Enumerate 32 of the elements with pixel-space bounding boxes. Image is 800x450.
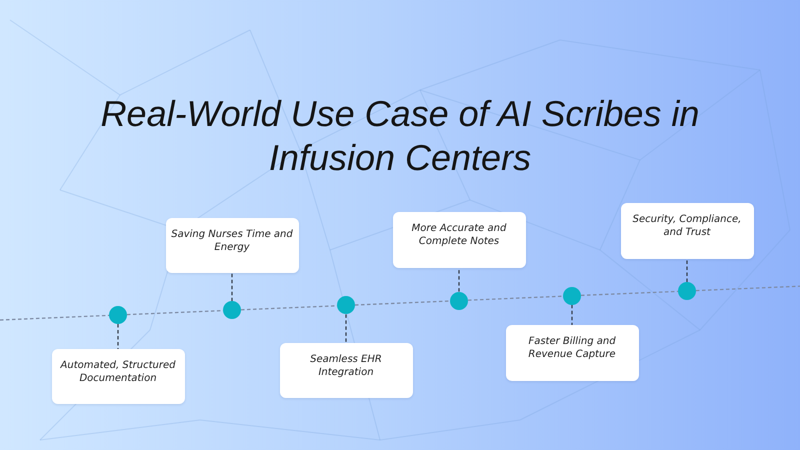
title: Real-World Use Case of AI Scribes in Infusion Centers — [100, 92, 700, 180]
card-text: Faster Billing and Revenue Capture — [527, 335, 617, 361]
leader-line — [458, 268, 460, 292]
card-text: Automated, Structured Documentation — [59, 359, 176, 385]
leader-line — [686, 259, 688, 282]
card-text: Saving Nurses Time and Energy — [170, 228, 294, 254]
timeline-dot — [450, 292, 468, 310]
card-text: More Accurate and Complete Notes — [410, 222, 508, 248]
timeline-dot — [223, 301, 241, 320]
leader-line — [117, 324, 119, 349]
card-text: Security, Compliance, and Trust — [632, 213, 742, 239]
timeline-line — [696, 286, 800, 292]
timeline-dot — [678, 282, 696, 300]
leader-line — [231, 273, 233, 302]
timeline-line — [354, 300, 450, 306]
timeline-line — [240, 305, 338, 310]
timeline-card — [52, 349, 184, 404]
timeline-dot — [563, 286, 581, 305]
timeline-line — [0, 314, 110, 321]
leader-line — [571, 304, 573, 325]
card-text: Seamless EHR Integration — [309, 353, 383, 379]
leader-line — [345, 314, 347, 343]
timeline-card — [392, 212, 526, 268]
timeline-card — [506, 325, 638, 381]
timeline-dot — [109, 306, 127, 324]
timeline-line — [126, 310, 224, 316]
timeline-card — [280, 343, 412, 398]
timeline-line — [468, 296, 564, 301]
timeline-line — [580, 290, 678, 296]
timeline-card — [620, 203, 754, 259]
timeline-card — [166, 218, 298, 273]
timeline-dot — [337, 296, 355, 314]
